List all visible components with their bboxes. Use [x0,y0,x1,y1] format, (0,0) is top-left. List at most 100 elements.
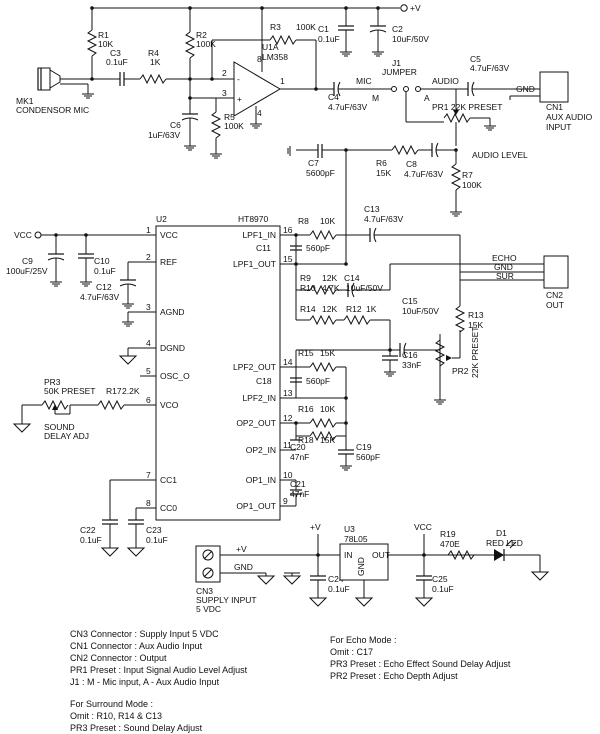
c4-ref: C4 [328,92,339,102]
c25-ref: C25 [432,574,448,584]
reg-vplus: +V [310,522,321,532]
r14-ref: R14 [300,304,316,314]
cn2-echo: ECHO [492,253,517,263]
c11-value: 560pF [306,243,330,253]
cn1-gnd: GND [516,84,535,94]
r3-value: 100K [296,22,316,32]
opamp-minus: - [237,74,240,84]
cn1-name1: AUX AUDIO [546,112,593,122]
c2-ref: C2 [392,24,403,34]
c9-ref: C9 [22,256,33,266]
r5-value: 100K [224,121,244,131]
c4-value: 4.7uF/63V [328,102,368,112]
cn3-name1: SUPPLY INPUT [196,595,257,605]
ic-pin-number: 7 [146,470,151,480]
r5-ref: R5 [224,112,235,122]
ic-pin-number: 9 [283,496,288,506]
opamp-u1a [233,61,281,117]
r13-ref: R13 [468,310,484,320]
pr1-label: PR1 22K PRESET [432,102,502,112]
reg-gnd: GND [356,557,366,576]
ic-ref: U2 [156,214,167,224]
c20-value: 47nF [290,452,309,462]
c7-value: 5600pF [306,168,335,178]
pr3-value: 50K PRESET [44,386,96,396]
note-line: PR3 Preset : Sound Delay Adjust [70,723,203,733]
note-line: Omit : R10, R14 & C13 [70,711,163,721]
c21-ref: C21 [290,479,306,489]
r17-ref: R17 [106,386,122,396]
c25-value: 0.1uF [432,584,454,594]
r6-value: 15K [376,168,391,178]
cn2-output: ECHO GND SUR CN2 OUT [460,253,569,310]
ic-pin-number: 6 [146,395,151,405]
sound-delay-2: DELAY ADJ [44,431,89,441]
cn2-ref: CN2 [546,290,563,300]
ic-pin-number: 14 [283,357,293,367]
c10-value: 0.1uF [94,266,116,276]
opamp-ref: U1A [262,42,279,52]
ic-pin-name: OP2_OUT [236,418,276,428]
c15-ref: C15 [402,296,418,306]
c18-value: 560pF [306,376,330,386]
cn1-ref: CN1 [546,102,563,112]
opamp-pin8: 8 [257,54,262,64]
vcc-terminal [34,231,42,239]
notes-surround: For Surround Mode : Omit : R10, R14 & C1… [70,698,202,734]
pr3-ref: PR3 [44,377,61,387]
r1-value: 10K [98,39,113,49]
ic-pin-name: OP1_IN [246,475,276,485]
r8-ref: R8 [298,216,309,226]
c8-ref: C8 [406,159,417,169]
mic-name: CONDENSOR MIC [16,105,89,115]
opamp-pin3: 3 [222,88,227,98]
note-line: Omit : C17 [330,647,374,657]
c18-ref: C18 [256,376,272,386]
ic-pin-number: 11 [283,440,292,450]
c22-ref: C22 [80,525,96,535]
reg-out: OUT [372,550,390,560]
r15-ref: R15 [298,348,314,358]
cn1-connector [539,71,569,103]
preamp-section: +V MK1 CONDENSOR MIC R1 10K C3 0.1uF R4 … [16,3,429,159]
r10-value: 4.7K [322,283,340,293]
ic-pin-number: 1 [146,225,151,235]
jumper-audio: AUDIO [432,76,459,86]
c9-value: 100uF/25V [6,266,48,276]
c12-value: 4.7uF/63V [80,292,120,302]
ic-pin-number: 16 [283,225,293,235]
r7-ref: R7 [462,170,473,180]
c13-value: 4.7uF/63V [364,214,404,224]
r6-ref: R6 [376,158,387,168]
jumper-ref: J1 [392,58,401,68]
c15-value: 10uF/50V [402,306,439,316]
reg-in: IN [344,550,353,560]
jumper-name: JUMPER [382,67,417,77]
c23-value: 0.1uF [146,535,168,545]
vplus-label: +V [410,3,421,13]
ic-pin-name: CC1 [160,475,177,485]
ic-part: HT8970 [238,214,269,224]
r1-ref: R1 [98,30,109,40]
c1-value: 0.1uF [318,34,340,44]
opamp-pin4: 4 [257,108,262,118]
ic-pin-name: LPF2_OUT [233,362,276,372]
note-title: For Echo Mode : [330,635,397,645]
ic-pin-name: REF [160,257,177,267]
jumper-m: M [372,93,379,103]
opamp-pin1: 1 [280,76,285,86]
r16-value: 10K [320,404,335,414]
regulator-78l05 [339,543,389,581]
r14-value: 12K [322,304,337,314]
cn2-name: OUT [546,300,564,310]
r3-ref: R3 [270,22,281,32]
opamp-plus: + [237,94,242,104]
r12-ref: R12 [346,304,362,314]
c6-value: 1uF/63V [148,130,180,140]
condenser-mic-symbol [37,67,120,99]
ic-pin-number: 10 [283,470,293,480]
reg-ref: U3 [344,524,355,534]
ic-pin-name: DGND [160,343,185,353]
c13-ref: C13 [364,204,380,214]
